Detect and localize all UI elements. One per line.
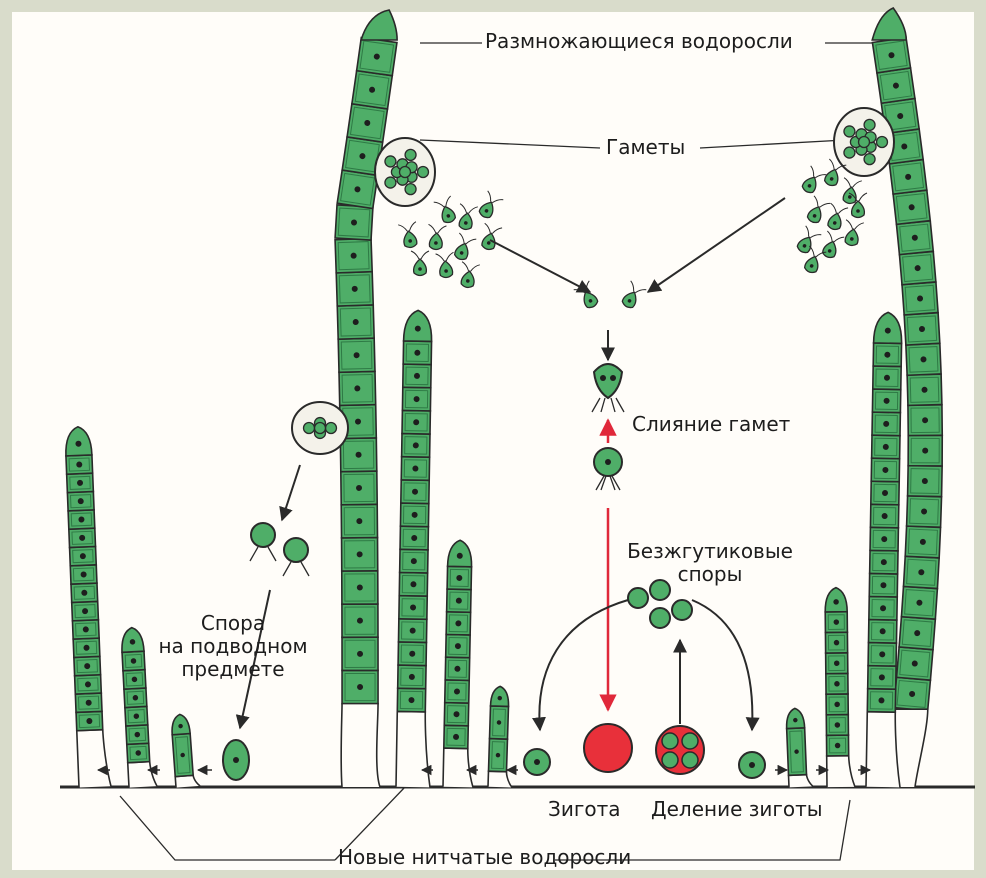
label-gametes: Гаметы <box>606 136 685 159</box>
free-gamete <box>451 233 476 262</box>
young-filament-1 <box>65 426 111 787</box>
flagellaless-spores <box>628 580 692 628</box>
label-zygote: Зигота <box>548 798 620 821</box>
label-gamete-fusion: Слияние гамет <box>632 413 790 436</box>
free-gamete <box>398 222 420 249</box>
free-gamete <box>436 252 456 278</box>
label-new-filamentous-algae: Новые нитчатые водоросли <box>338 846 631 869</box>
free-gamete <box>842 220 864 247</box>
free-gamete <box>475 191 503 221</box>
free-gamete <box>478 223 502 251</box>
free-gamete <box>793 226 821 256</box>
young-filament-4 <box>396 310 438 787</box>
free-gamete <box>411 251 429 276</box>
free-gamete <box>618 281 646 311</box>
label-spore-line1: Спора <box>138 612 328 635</box>
young-filament-5 <box>443 540 478 787</box>
free-gamete <box>804 196 831 226</box>
label-flagellaless-spores-line2: споры <box>610 563 810 586</box>
attached-spore <box>223 740 249 780</box>
filament-left-reproducing <box>335 10 397 787</box>
free-gamete <box>458 262 480 289</box>
free-gamete <box>824 203 848 231</box>
gametangium-left <box>375 138 435 206</box>
dividing-zygote <box>656 726 704 774</box>
free-gamete <box>426 224 446 250</box>
label-spore-line3: предмете <box>138 658 328 681</box>
young-filament-3 <box>171 713 200 787</box>
label-zygote-division: Деление зиготы <box>651 798 823 821</box>
label-reproducing-algae: Размножающиеся водоросли <box>485 30 793 53</box>
free-gamete <box>798 166 826 196</box>
swimming-spores <box>250 523 309 576</box>
label-spore-line2: на подводном <box>138 635 328 658</box>
young-filament-7 <box>786 708 813 788</box>
label-flagellaless-spores: Безжгутиковые споры <box>610 540 810 586</box>
young-filament-8 <box>825 587 855 787</box>
zygote-cell <box>584 724 632 772</box>
zoosporangium-left <box>292 402 348 454</box>
label-flagellaless-spores-line1: Безжгутиковые <box>610 540 810 563</box>
label-spore: Спора на подводном предмете <box>138 612 328 681</box>
young-filament-6 <box>488 686 515 787</box>
free-gamete <box>434 196 459 225</box>
free-gamete <box>456 204 478 231</box>
free-gamete <box>819 231 844 260</box>
